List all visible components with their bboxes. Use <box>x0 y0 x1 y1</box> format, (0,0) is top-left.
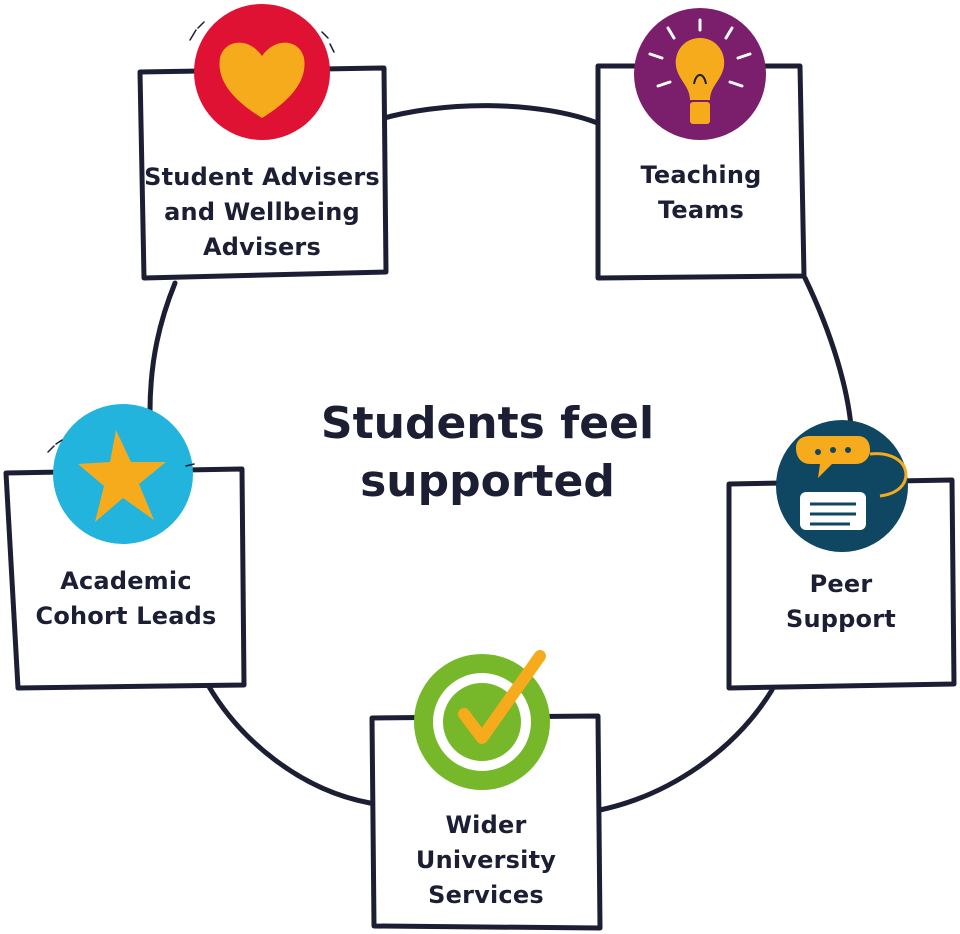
label-line: Peer <box>809 570 873 598</box>
bulb-shape <box>675 38 725 100</box>
checkmark-icon <box>414 650 550 790</box>
chat-dot <box>830 447 836 453</box>
label-student-advisers: Student Advisers and Wellbeing Advisers <box>142 160 382 265</box>
label-line: Support <box>786 605 896 633</box>
label-line: Student Advisers <box>144 163 380 191</box>
center-title: Students feel supported <box>300 395 675 511</box>
center-title-line-1: Students feel <box>320 398 655 449</box>
lightbulb-icon <box>634 8 766 140</box>
label-line: Wider <box>445 811 527 839</box>
label-line: Advisers <box>203 233 321 261</box>
chat-bubble-top <box>796 436 870 478</box>
label-teaching-teams: Teaching Teams <box>600 158 802 228</box>
label-line: Teams <box>658 196 744 224</box>
label-line: and Wellbeing <box>164 198 360 226</box>
heart-icon <box>189 4 335 140</box>
connector-cohort-advisers <box>147 280 178 415</box>
chat-dot <box>845 447 851 453</box>
chat-bubbles-icon <box>776 420 908 552</box>
bulb-rays <box>648 18 752 88</box>
star-icon <box>47 404 195 544</box>
label-peer-support: Peer Support <box>730 567 952 637</box>
check-mark <box>458 650 546 744</box>
label-line: Cohort Leads <box>35 602 217 630</box>
label-wider-services: Wider University Services <box>374 808 598 913</box>
chat-dot <box>815 449 821 455</box>
connector-teaching-peer <box>802 275 855 443</box>
center-title-line-2: supported <box>360 456 615 507</box>
connector-peer-services <box>597 687 775 813</box>
heart-shape <box>219 42 305 118</box>
label-line: University <box>415 846 557 874</box>
label-line: Teaching <box>640 161 762 189</box>
chat-tail-outline <box>869 452 908 498</box>
label-line: Services <box>428 881 544 909</box>
connector-advisers-teaching <box>371 103 603 127</box>
chat-bubble-bottom <box>800 492 866 530</box>
sketch-marks <box>189 21 335 53</box>
chat-text-lines <box>810 502 856 526</box>
star-shape <box>78 430 166 522</box>
bulb-filament <box>693 74 707 85</box>
bulb-base <box>690 102 710 124</box>
label-line: Academic <box>60 567 192 595</box>
sketch-marks <box>47 439 195 467</box>
check-ring <box>433 673 531 771</box>
connector-services-cohort <box>205 682 373 806</box>
label-cohort-leads: Academic Cohort Leads <box>10 564 242 634</box>
